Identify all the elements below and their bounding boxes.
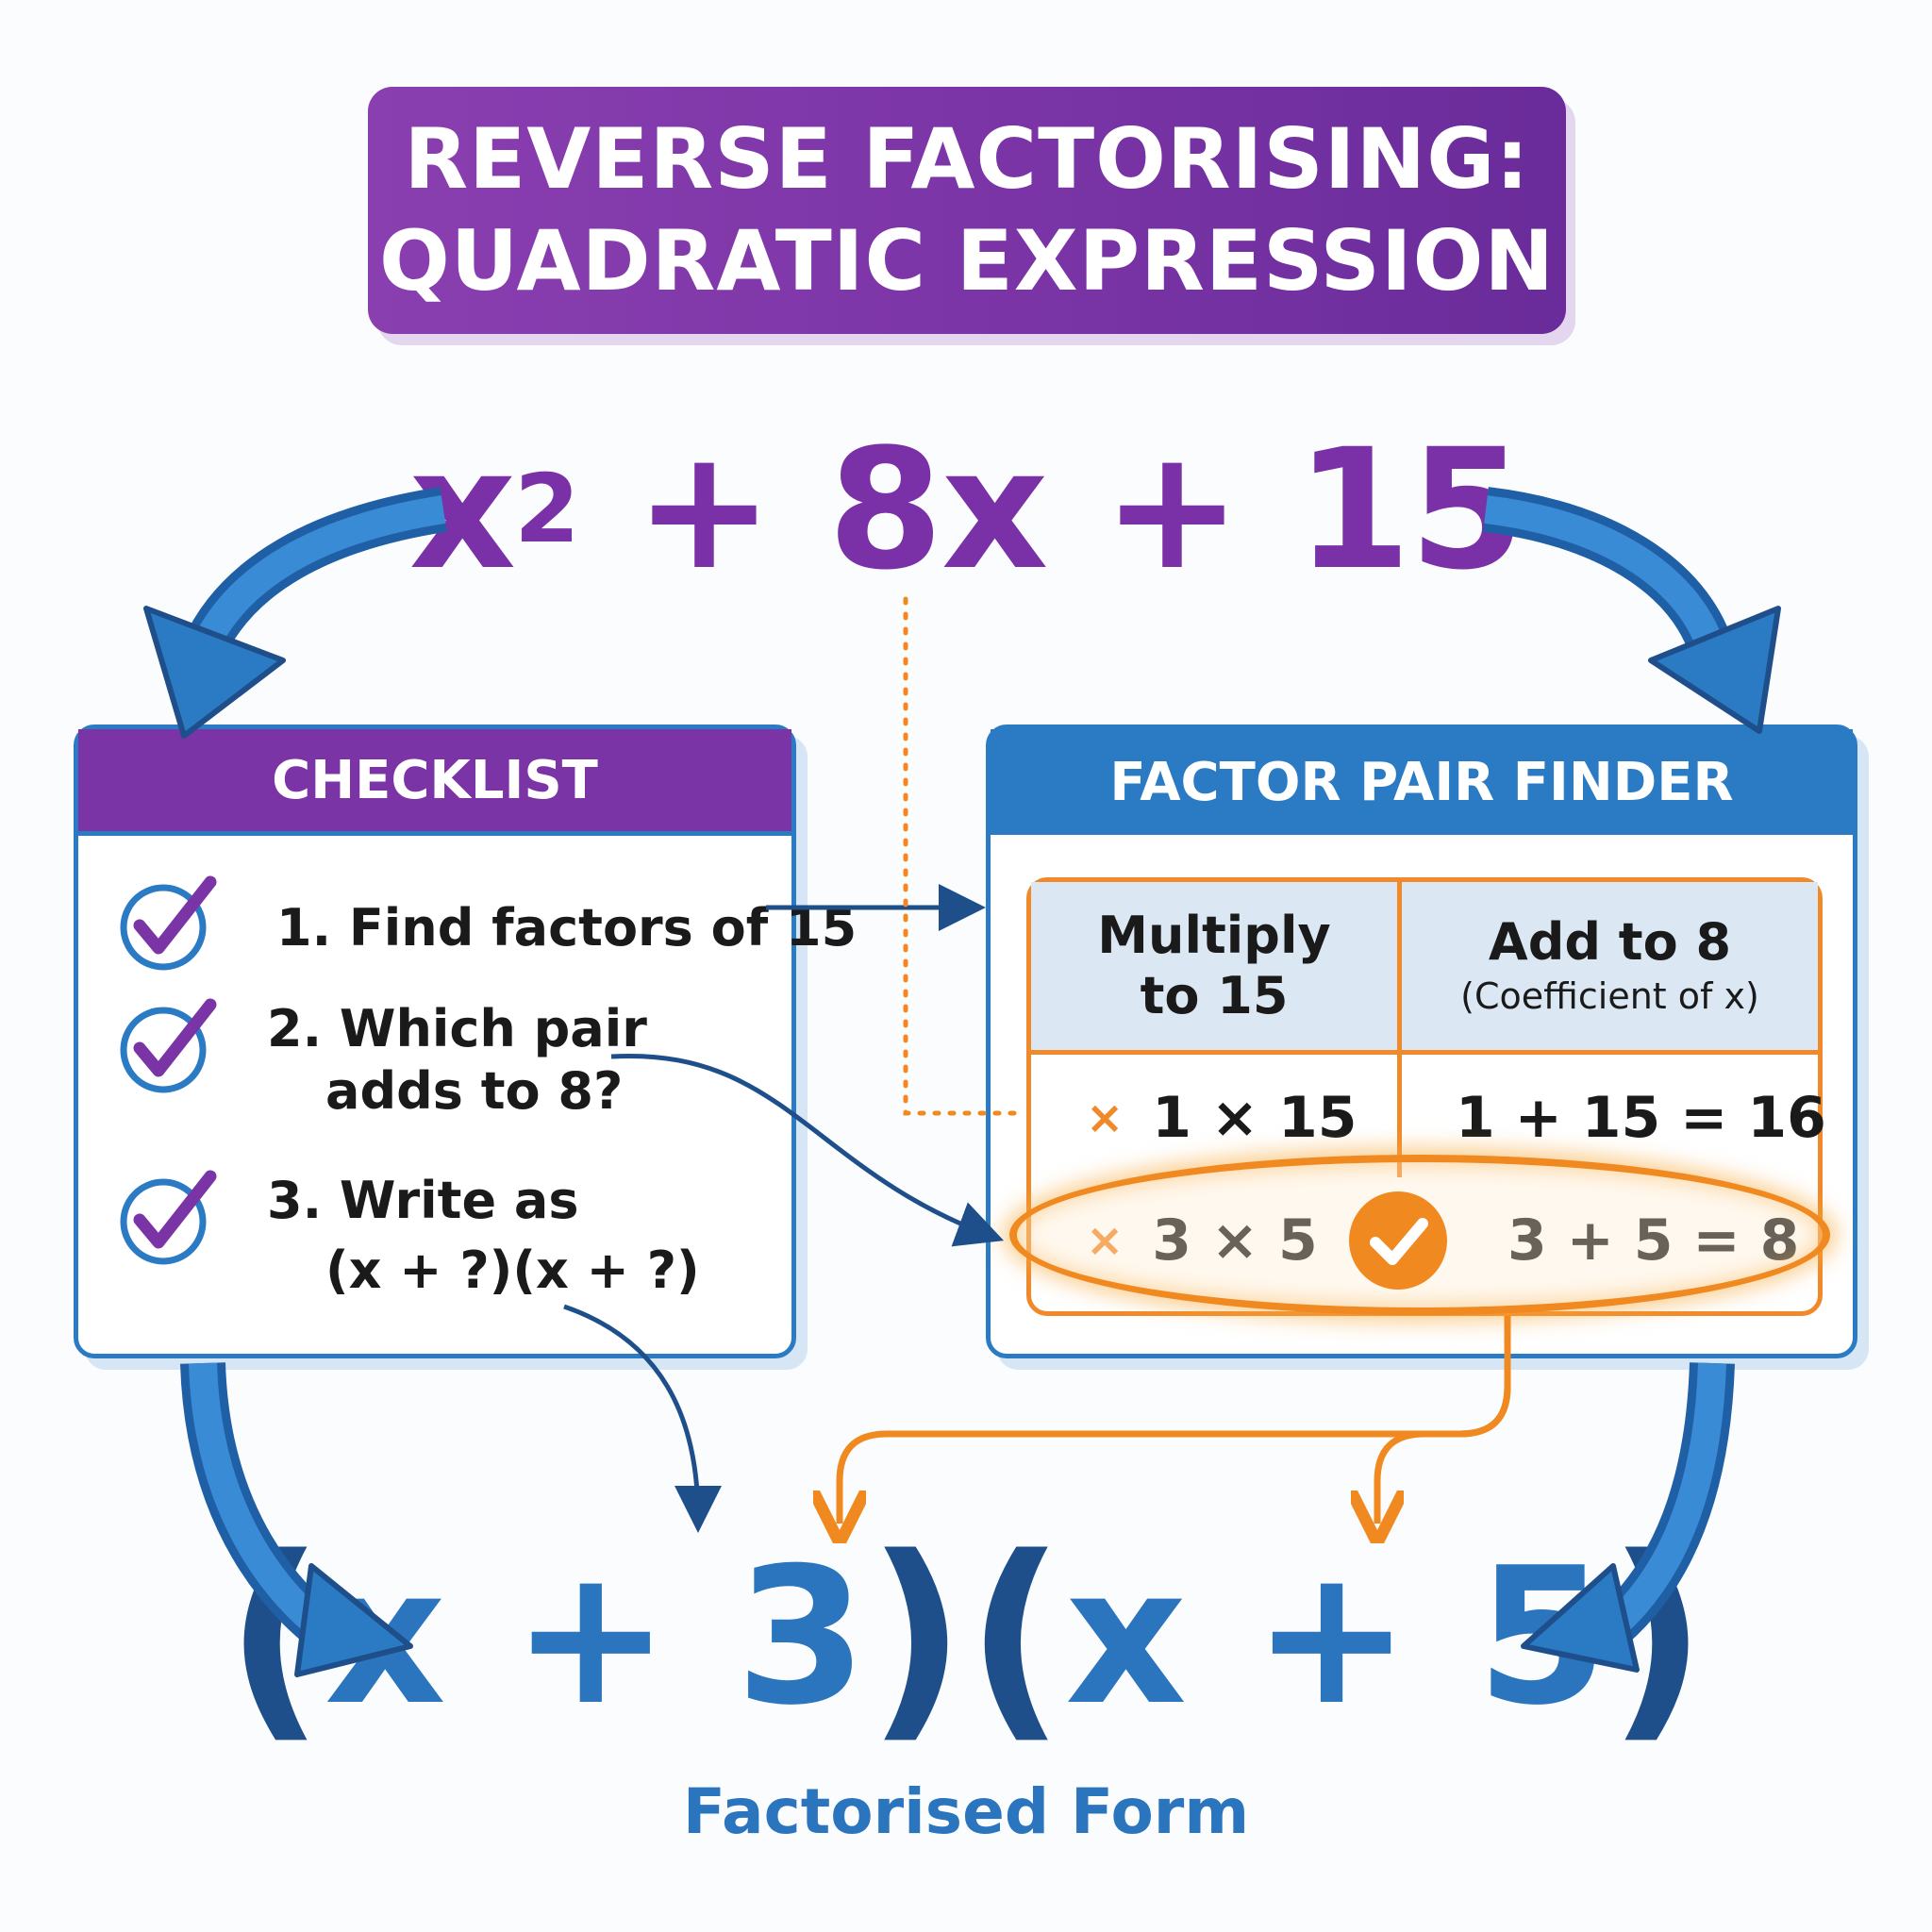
result-open-paren-1: ( bbox=[225, 1510, 325, 1763]
checkmark-icon bbox=[120, 998, 217, 1093]
column-header-add-subtitle: (Coefficient of x) bbox=[1460, 975, 1759, 1017]
column-header-multiply-line-2: to 15 bbox=[1140, 966, 1289, 1025]
checklist-item-1-line-1: 1. Find factors of 15 bbox=[276, 898, 858, 958]
checkmark-icon bbox=[120, 875, 217, 971]
result-term-2: x + 5 bbox=[1065, 1526, 1608, 1747]
checklist-item-2-line-2: adds to 8? bbox=[325, 1061, 624, 1121]
checklist-header: CHECKLIST bbox=[78, 729, 791, 836]
checklist-item-3-line-1: 3. Write as bbox=[267, 1171, 579, 1230]
checklist-item-2-line-1: 2. Which pair bbox=[267, 999, 647, 1058]
row-1-product-text: 1 × 15 bbox=[1152, 1085, 1357, 1151]
column-divider bbox=[1397, 1055, 1402, 1177]
result-open-paren-2: ( bbox=[966, 1510, 1066, 1763]
expression-base: x bbox=[408, 412, 517, 607]
result-term-1: x + 3 bbox=[324, 1526, 867, 1747]
checkmark-icon bbox=[120, 1170, 217, 1265]
result-close-paren-1: ) bbox=[866, 1510, 966, 1763]
column-header-add-line-1: Add to 8 bbox=[1488, 912, 1732, 972]
title-banner: REVERSE FACTORISING: QUADRATIC EXPRESSIO… bbox=[368, 87, 1566, 334]
checklist-panel: CHECKLIST 1. Find factors of 15 2. Which… bbox=[74, 724, 857, 1358]
table-row-1-sum: 1 + 15 = 16 bbox=[1456, 1085, 1826, 1151]
orange-connector-to-5 bbox=[1377, 1386, 1511, 1524]
result-close-paren-2: ) bbox=[1607, 1510, 1707, 1763]
column-header-add: Add to 8 (Coefficient of x) bbox=[1402, 882, 1818, 1055]
title-line-2: QUADRATIC EXPRESSION bbox=[378, 212, 1556, 309]
title-line-1: REVERSE FACTORISING: bbox=[404, 110, 1530, 208]
cross-icon: × bbox=[1086, 1091, 1124, 1144]
expression-rest: + 8x + 15 bbox=[634, 412, 1525, 607]
valid-check-icon bbox=[1349, 1191, 1447, 1290]
checklist-item-3-line-2: (x + ?)(x + ?) bbox=[325, 1241, 700, 1300]
column-header-multiply: Multiply to 15 bbox=[1031, 882, 1402, 1055]
factorised-result: (x + 3)(x + 5) bbox=[0, 1511, 1932, 1763]
finder-header: FACTOR PAIR FINDER bbox=[991, 729, 1853, 835]
result-caption: Factorised Form bbox=[682, 1774, 1250, 1848]
checkmark-icon bbox=[1370, 1218, 1428, 1265]
column-header-multiply-line-1: Multiply bbox=[1097, 906, 1331, 965]
table-row-1-product: × 1 × 15 bbox=[1086, 1061, 1357, 1174]
